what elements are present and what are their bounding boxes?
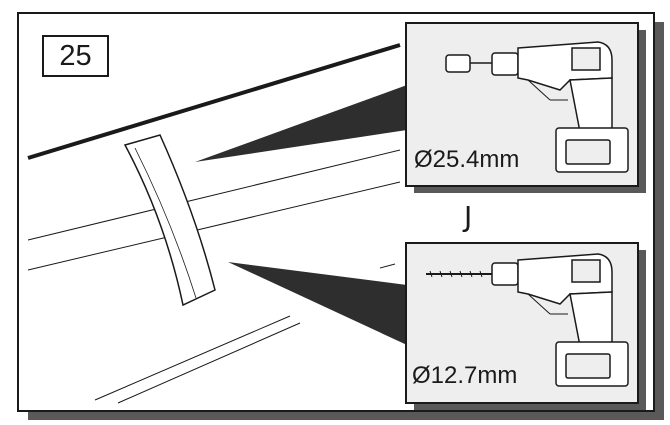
drill-size-label: Ø12.7mm [412, 362, 518, 389]
callout-wedge-lower [228, 262, 407, 345]
tape-strip [123, 134, 216, 307]
callout-wedge-upper [195, 85, 407, 162]
tape-strip-inner-line [134, 147, 197, 299]
drill-icon [445, 41, 629, 173]
hole-saw-icon [445, 54, 492, 73]
sequence-arrow: J [464, 200, 473, 233]
roof-panel [27, 43, 401, 404]
step-number-box [42, 35, 109, 77]
drill-size-label: Ø25.4mm [414, 146, 520, 173]
drill-icon [426, 253, 629, 387]
twist-bit-icon [426, 270, 492, 278]
step-number: 25 [59, 39, 92, 72]
